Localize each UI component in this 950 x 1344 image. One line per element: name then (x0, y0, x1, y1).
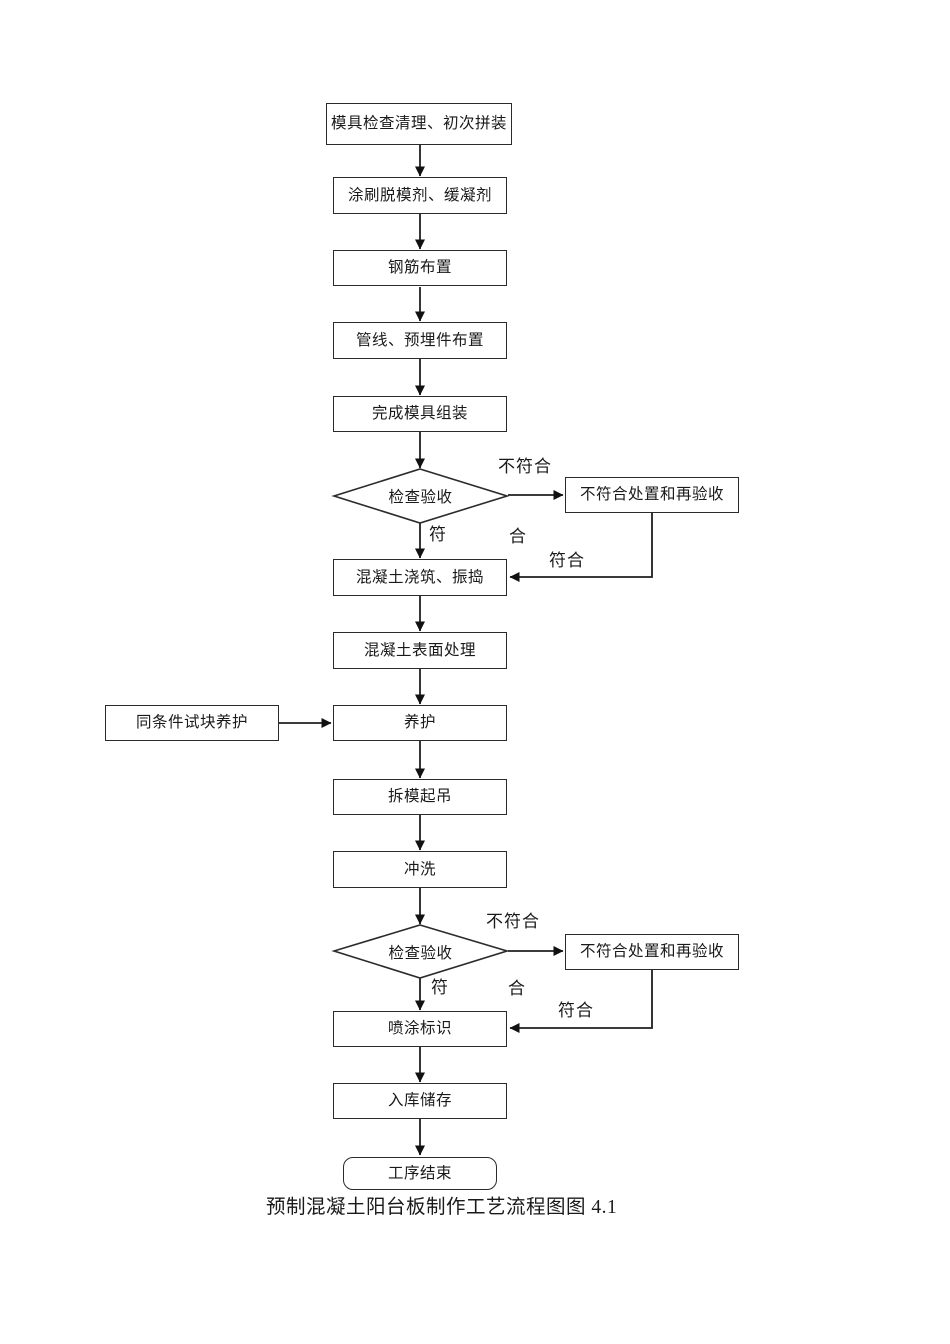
node-release-agent: 涂刷脱模剂、缓凝剂 (333, 177, 507, 214)
node-process-end: 工序结束 (343, 1157, 497, 1190)
node-rebar-layout: 钢筋布置 (333, 250, 507, 286)
node-spray-marking: 喷涂标识 (333, 1011, 507, 1047)
edge-label-d1-conforming-b: 合 (509, 527, 527, 546)
figure-caption: 预制混凝土阳台板制作工艺流程图图 4.1 (266, 1197, 618, 1218)
node-concrete-surface-treatment: 混凝土表面处理 (333, 632, 507, 669)
edge-label-s2-return-conforming: 符合 (558, 1001, 594, 1020)
node-complete-mold-assembly: 完成模具组装 (333, 396, 507, 432)
node-curing: 养护 (333, 705, 507, 741)
decision-2-label: 检查验收 (388, 944, 453, 962)
node-demold-lifting: 拆模起吊 (333, 779, 507, 815)
node-nonconforming-disposal-2: 不符合处置和再验收 (565, 934, 739, 970)
edge-label-d1-nonconforming: 不符合 (498, 457, 552, 476)
node-washing: 冲洗 (333, 851, 507, 888)
node-concrete-pouring-vibration: 混凝土浇筑、振捣 (333, 559, 507, 596)
edge-label-s1-return-conforming: 符合 (549, 551, 585, 570)
node-same-condition-test-block-curing: 同条件试块养护 (105, 705, 279, 741)
node-mold-inspection-assembly: 模具检查清理、初次拼装 (326, 103, 512, 145)
node-nonconforming-disposal-1: 不符合处置和再验收 (565, 477, 739, 513)
node-warehouse-storage: 入库储存 (333, 1083, 507, 1119)
decision-1-label: 检查验收 (388, 489, 453, 506)
edge-label-d2-nonconforming: 不符合 (486, 912, 540, 931)
edge-label-d2-conforming-a: 符 (431, 978, 449, 997)
edge-label-d1-conforming-a: 符 (429, 525, 447, 544)
node-pipeline-embedded-parts: 管线、预埋件布置 (333, 322, 507, 359)
edge-label-d2-conforming-b: 合 (508, 979, 526, 998)
